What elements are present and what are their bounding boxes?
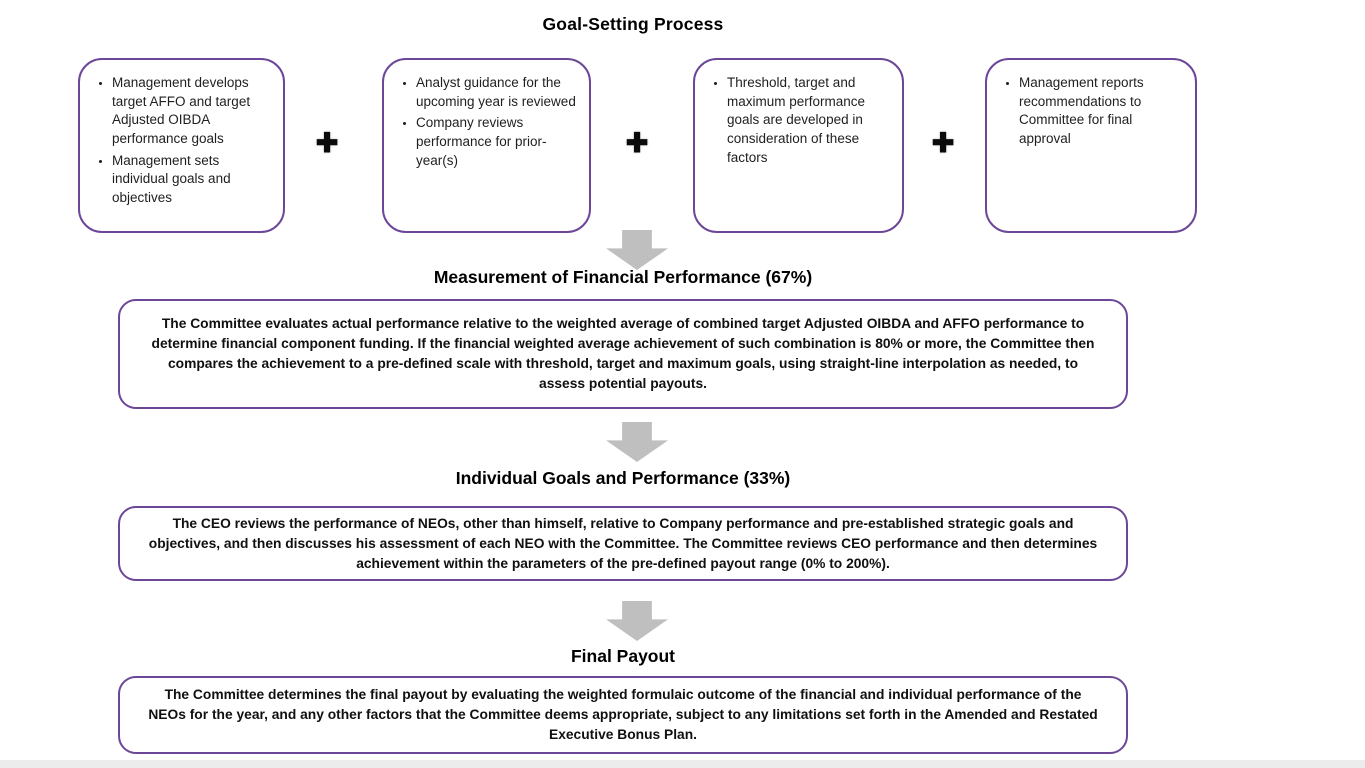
bottom-edge-strip [0,760,1365,768]
section-heading-final-payout: Final Payout [570,646,676,666]
process-box-threshold-target: Threshold, target and maximum performanc… [693,58,904,233]
plus-icon: ✚ [315,128,339,158]
section-heading-financial-performance: Measurement of Financial Performance (67… [433,267,813,287]
section-heading-individual-goals: Individual Goals and Performance (33%) [455,468,791,488]
bullet-list: Management reports recommendations to Co… [987,60,1195,149]
bullet-item: Threshold, target and maximum performanc… [727,74,892,167]
bullet-item: Management sets individual goals and obj… [112,152,273,208]
plus-icon: ✚ [625,128,649,158]
bullet-list: Management develops target AFFO and targ… [80,60,283,207]
bullet-item: Company reviews performance for prior-ye… [416,114,579,170]
plus-icon: ✚ [931,128,955,158]
section-body-financial-performance: The Committee evaluates actual performan… [118,299,1128,409]
bullet-item: Analyst guidance for the upcoming year i… [416,74,579,111]
down-arrow-icon [606,601,668,641]
bullet-list: Analyst guidance for the upcoming year i… [384,60,589,170]
process-box-management-goals: Management develops target AFFO and targ… [78,58,285,233]
section-body-final-payout: The Committee determines the final payou… [118,676,1128,754]
down-arrow-icon [606,422,668,462]
bullet-item: Management develops target AFFO and targ… [112,74,273,149]
down-arrow-icon [606,230,668,270]
bullet-list: Threshold, target and maximum performanc… [695,60,902,167]
diagram-title: Goal-Setting Process [542,14,724,34]
process-box-analyst-guidance: Analyst guidance for the upcoming year i… [382,58,591,233]
bullet-item: Management reports recommendations to Co… [1019,74,1185,149]
process-box-management-reports: Management reports recommendations to Co… [985,58,1197,233]
section-body-individual-goals: The CEO reviews the performance of NEOs,… [118,506,1128,581]
